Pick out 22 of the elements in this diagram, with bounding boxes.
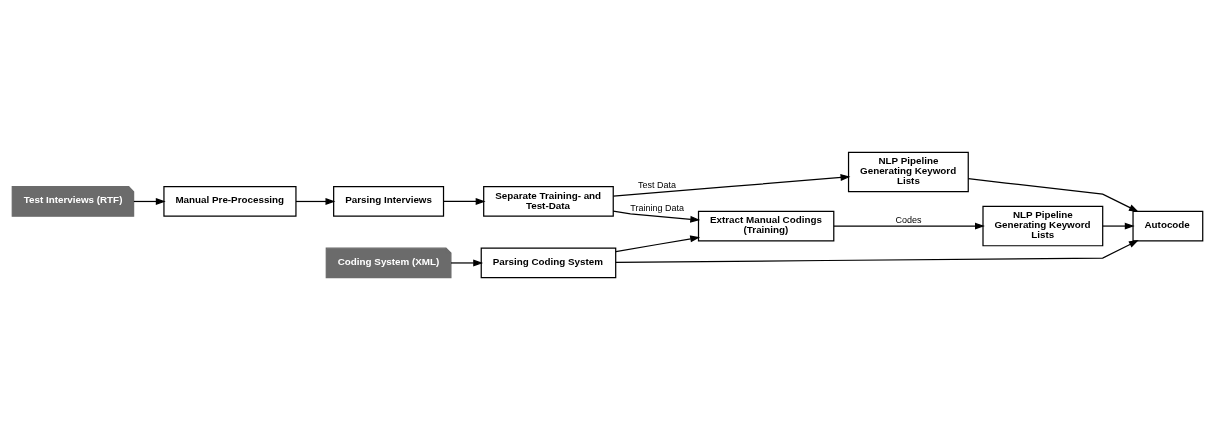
arrow (612, 210, 701, 223)
edge-label: Codes (895, 215, 922, 226)
arrow (612, 174, 851, 197)
arrow (615, 235, 701, 253)
node-box: NLP Pipeline Generating Keyword Lists (982, 205, 1104, 247)
arrow (450, 259, 484, 267)
edge-label: Training Data (630, 203, 684, 214)
node-box: Extract Manual Codings (Training) (697, 210, 835, 242)
arrow (443, 198, 486, 205)
node-box: Separate Training- and Test-Data (483, 186, 614, 217)
node-box: Parsing Coding System (480, 247, 617, 279)
arrow (833, 222, 985, 230)
arrow (295, 198, 336, 205)
node-box: NLP Pipeline Generating Keyword Lists (847, 151, 969, 193)
node-box: Manual Pre-Processing (163, 186, 297, 217)
arrow (615, 240, 1139, 263)
arrow (967, 178, 1139, 213)
arrow (1102, 222, 1135, 230)
edge-label: Test Data (638, 180, 677, 191)
node-box: Autocode (1132, 210, 1204, 242)
arrow (133, 198, 166, 205)
node-box: Parsing Interviews (333, 186, 445, 217)
